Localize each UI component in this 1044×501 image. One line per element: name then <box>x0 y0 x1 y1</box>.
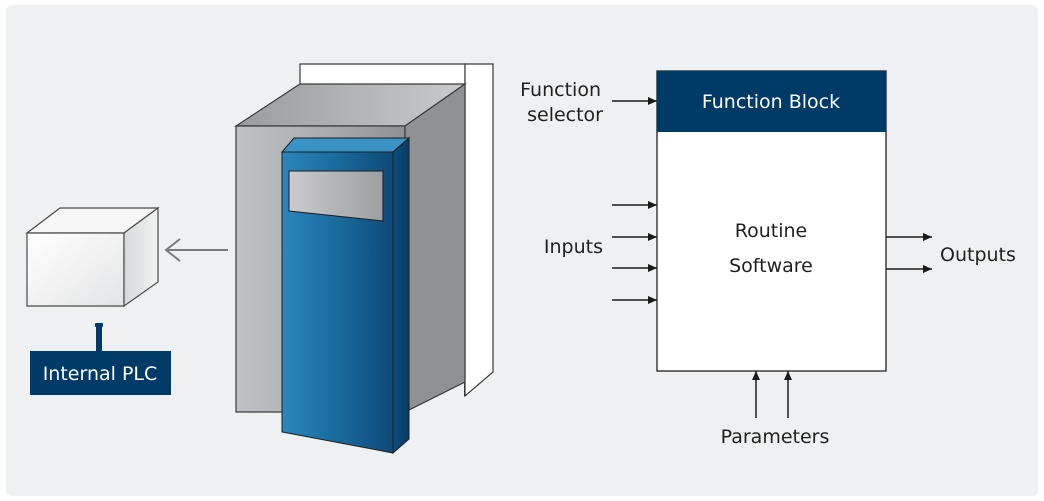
outputs-label: Outputs <box>940 244 1016 266</box>
parameters-label: Parameters <box>721 426 830 448</box>
drive-cabinet <box>233 63 494 455</box>
plc-cube-front <box>26 232 125 307</box>
plc-connector-cap <box>95 323 103 327</box>
inputs: Inputs <box>544 201 657 304</box>
function-selector-label-line1: Function <box>520 79 601 101</box>
drive-blue-side <box>392 136 410 455</box>
function-block: Function Block Routine Software <box>656 70 887 372</box>
plc-cube <box>25 206 160 308</box>
internal-plc-label-box <box>30 351 171 395</box>
routine-software-line2: Software <box>729 255 813 277</box>
plc-connector <box>96 326 102 352</box>
plc-cube-side <box>123 206 159 308</box>
function-block-title: Function Block <box>702 91 840 113</box>
function-block-header <box>657 71 886 132</box>
inputs-label: Inputs <box>544 236 603 258</box>
drive-gray-side <box>404 82 466 413</box>
function-selector: Function selector <box>520 79 657 126</box>
internal-plc-label: Internal PLC <box>30 351 171 395</box>
function-selector-label-line2: selector <box>527 104 603 126</box>
drive-to-plc-arrow <box>164 238 228 262</box>
drive-blue-top <box>280 137 411 153</box>
internal-plc-label-text: Internal PLC <box>43 363 158 385</box>
parameters: Parameters <box>721 371 830 448</box>
drive-white-side <box>464 63 494 398</box>
drive-display <box>288 170 384 222</box>
routine-software-line1: Routine <box>735 220 807 242</box>
outputs: Outputs <box>886 233 1016 273</box>
